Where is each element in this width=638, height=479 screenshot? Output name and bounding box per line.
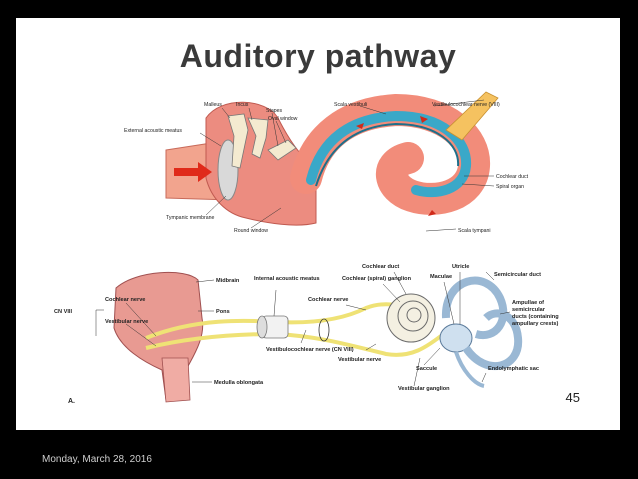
stapes-shape <box>267 139 297 161</box>
label-internal-acoustic-meatus: Internal acoustic meatus <box>254 276 320 282</box>
cochlear-duct-shape <box>306 110 472 198</box>
label-endolymphatic-sac: Endolymphatic sac <box>488 366 539 372</box>
label-cochlear-spiral-ganglion: Cochlear (spiral) ganglion <box>342 276 412 282</box>
label-medulla-oblongata: Medulla oblongata <box>214 380 264 386</box>
label-scala-vestibuli: Scala vestibuli <box>334 102 367 108</box>
flow-arrow-1 <box>356 123 364 129</box>
cochlea-spiral-outer <box>386 293 436 343</box>
nerve-ring <box>318 318 330 342</box>
slide: Auditory pathway <box>16 18 620 430</box>
sound-arrow <box>174 162 212 182</box>
label-vestibulocochlear-nerve-cn-viii: Vestibulocochlear nerve (CN VIII) <box>266 347 354 353</box>
label-pons: Pons <box>216 309 230 315</box>
semicircular-duct-shape <box>441 276 508 340</box>
label-stapes: Stapes <box>266 108 283 114</box>
label-cochlear-nerve: Cochlear nerve <box>308 297 348 303</box>
label-maculae: Maculae <box>430 274 452 280</box>
flow-arrow-3 <box>428 210 436 216</box>
ear-anatomy-diagram: Malleus Incus Stapes Oval window Externa… <box>54 91 559 405</box>
label-cn-viii: CN VIII <box>54 309 72 315</box>
incus-shape <box>247 117 269 159</box>
label-saccule: Saccule <box>416 366 437 372</box>
semicircular-duct-2 <box>462 309 523 370</box>
vestibulocochlear-nerve-shape <box>445 91 499 141</box>
label-spiral-organ: Spiral organ <box>496 184 524 190</box>
label-oval-window: Oval window <box>268 116 298 122</box>
label-vestibular-nerve-left: Vestibular nerve <box>105 319 148 325</box>
page-title: Auditory pathway <box>179 38 457 74</box>
label-malleus: Malleus <box>204 102 222 108</box>
label-tympanic-membrane: Tympanic membrane <box>166 215 215 221</box>
label-round-window: Round window <box>234 228 268 234</box>
vestibular-nerve-path <box>145 330 448 357</box>
label-scala-tympani: Scala tympani <box>458 228 491 234</box>
medulla-shape <box>161 357 191 403</box>
panel-letter: A. <box>68 398 75 405</box>
cochlea-spiral-mid <box>397 300 429 332</box>
flow-arrow-2 <box>420 116 428 123</box>
footer-date: Monday, March 28, 2016 <box>42 454 152 465</box>
cochlea-spiral-inner <box>406 307 422 323</box>
label-cochlear-nerve-left: Cochlear nerve <box>105 297 145 303</box>
malleus-shape <box>227 113 249 169</box>
label-vestibular-nerve: Vestibular nerve <box>338 357 381 363</box>
meatus-opening <box>256 315 268 339</box>
page-number: 45 <box>565 390 580 405</box>
label-cochlear-duct: Cochlear duct <box>496 174 529 180</box>
label-midbrain: Midbrain <box>216 278 240 284</box>
label-utricle: Utricle <box>452 264 469 270</box>
cochlear-nerve-path <box>145 302 427 340</box>
label-vestibular-ganglion: Vestibular ganglion <box>398 386 450 392</box>
label-incus: Incus <box>236 102 249 108</box>
label-cochlear-duct-bottom: Cochlear duct <box>362 264 399 270</box>
label-vestibulocochlear-nerve: Vestibulocochlear nerve (VIII) <box>432 102 500 108</box>
label-semicircular-duct: Semicircular duct <box>494 272 541 278</box>
endolymphatic-sac-shape <box>454 351 485 388</box>
label-external-acoustic-meatus: External acoustic meatus <box>124 128 182 134</box>
cochlea-outer <box>290 93 490 215</box>
spiral-organ-line <box>315 122 460 187</box>
